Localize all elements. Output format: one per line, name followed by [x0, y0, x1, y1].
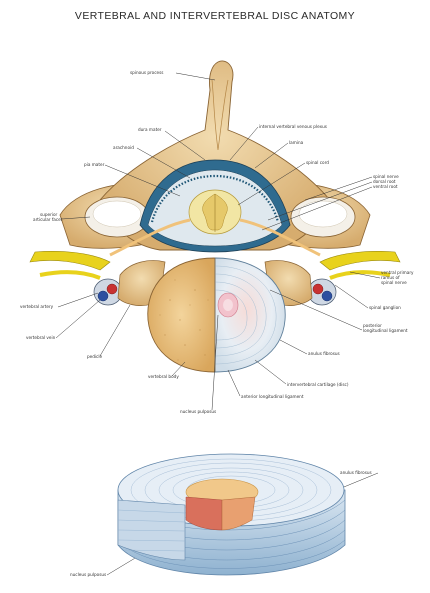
- label-vertebral-body: vertebral body: [148, 374, 179, 379]
- label-disc-nucleus-pulposus: nucleus pulposus: [70, 572, 106, 577]
- label-pia-mater: pia mater: [84, 162, 105, 167]
- label-vertebral-artery: vertebral artery: [20, 304, 54, 309]
- label-spinal-ganglion: spinal ganglion: [369, 305, 401, 310]
- label-annulus-fibrosus: anulus fibrosus: [308, 351, 340, 356]
- label-anterior-ligament: anterior longitudinal ligament: [241, 394, 304, 399]
- label-spinous-process: spinous process: [130, 70, 163, 75]
- label-arachnoid: arachnoid: [113, 145, 134, 150]
- label-disc-annulus-fibrosus: anulus fibrosus: [340, 470, 372, 475]
- disc-illustration: [118, 454, 345, 575]
- vertebra-section: [30, 61, 400, 372]
- label-dura-mater: dura mater: [138, 127, 162, 132]
- label-ventral-root: ventral root: [373, 184, 398, 189]
- label-pedicle: pedicle: [87, 354, 103, 359]
- label-internal-venous-plexus: internal vertebral venous plexus: [259, 124, 327, 129]
- label-spinal-cord: spinal cord: [306, 160, 329, 165]
- label-posterior-ligament-2: longitudinal ligament: [363, 328, 408, 333]
- label-lamina: lamina: [289, 140, 304, 145]
- label-intervertebral-cartilage: intervertebral cartilage (disc): [287, 382, 349, 387]
- label-superior-articular-facet-2: articular facet: [33, 217, 63, 222]
- label-ventral-primary-ramus-3: spinal nerve: [381, 280, 407, 285]
- label-nucleus-pulposus: nucleus pulposus: [180, 409, 216, 414]
- label-vertebral-vein: vertebral vein: [26, 335, 56, 340]
